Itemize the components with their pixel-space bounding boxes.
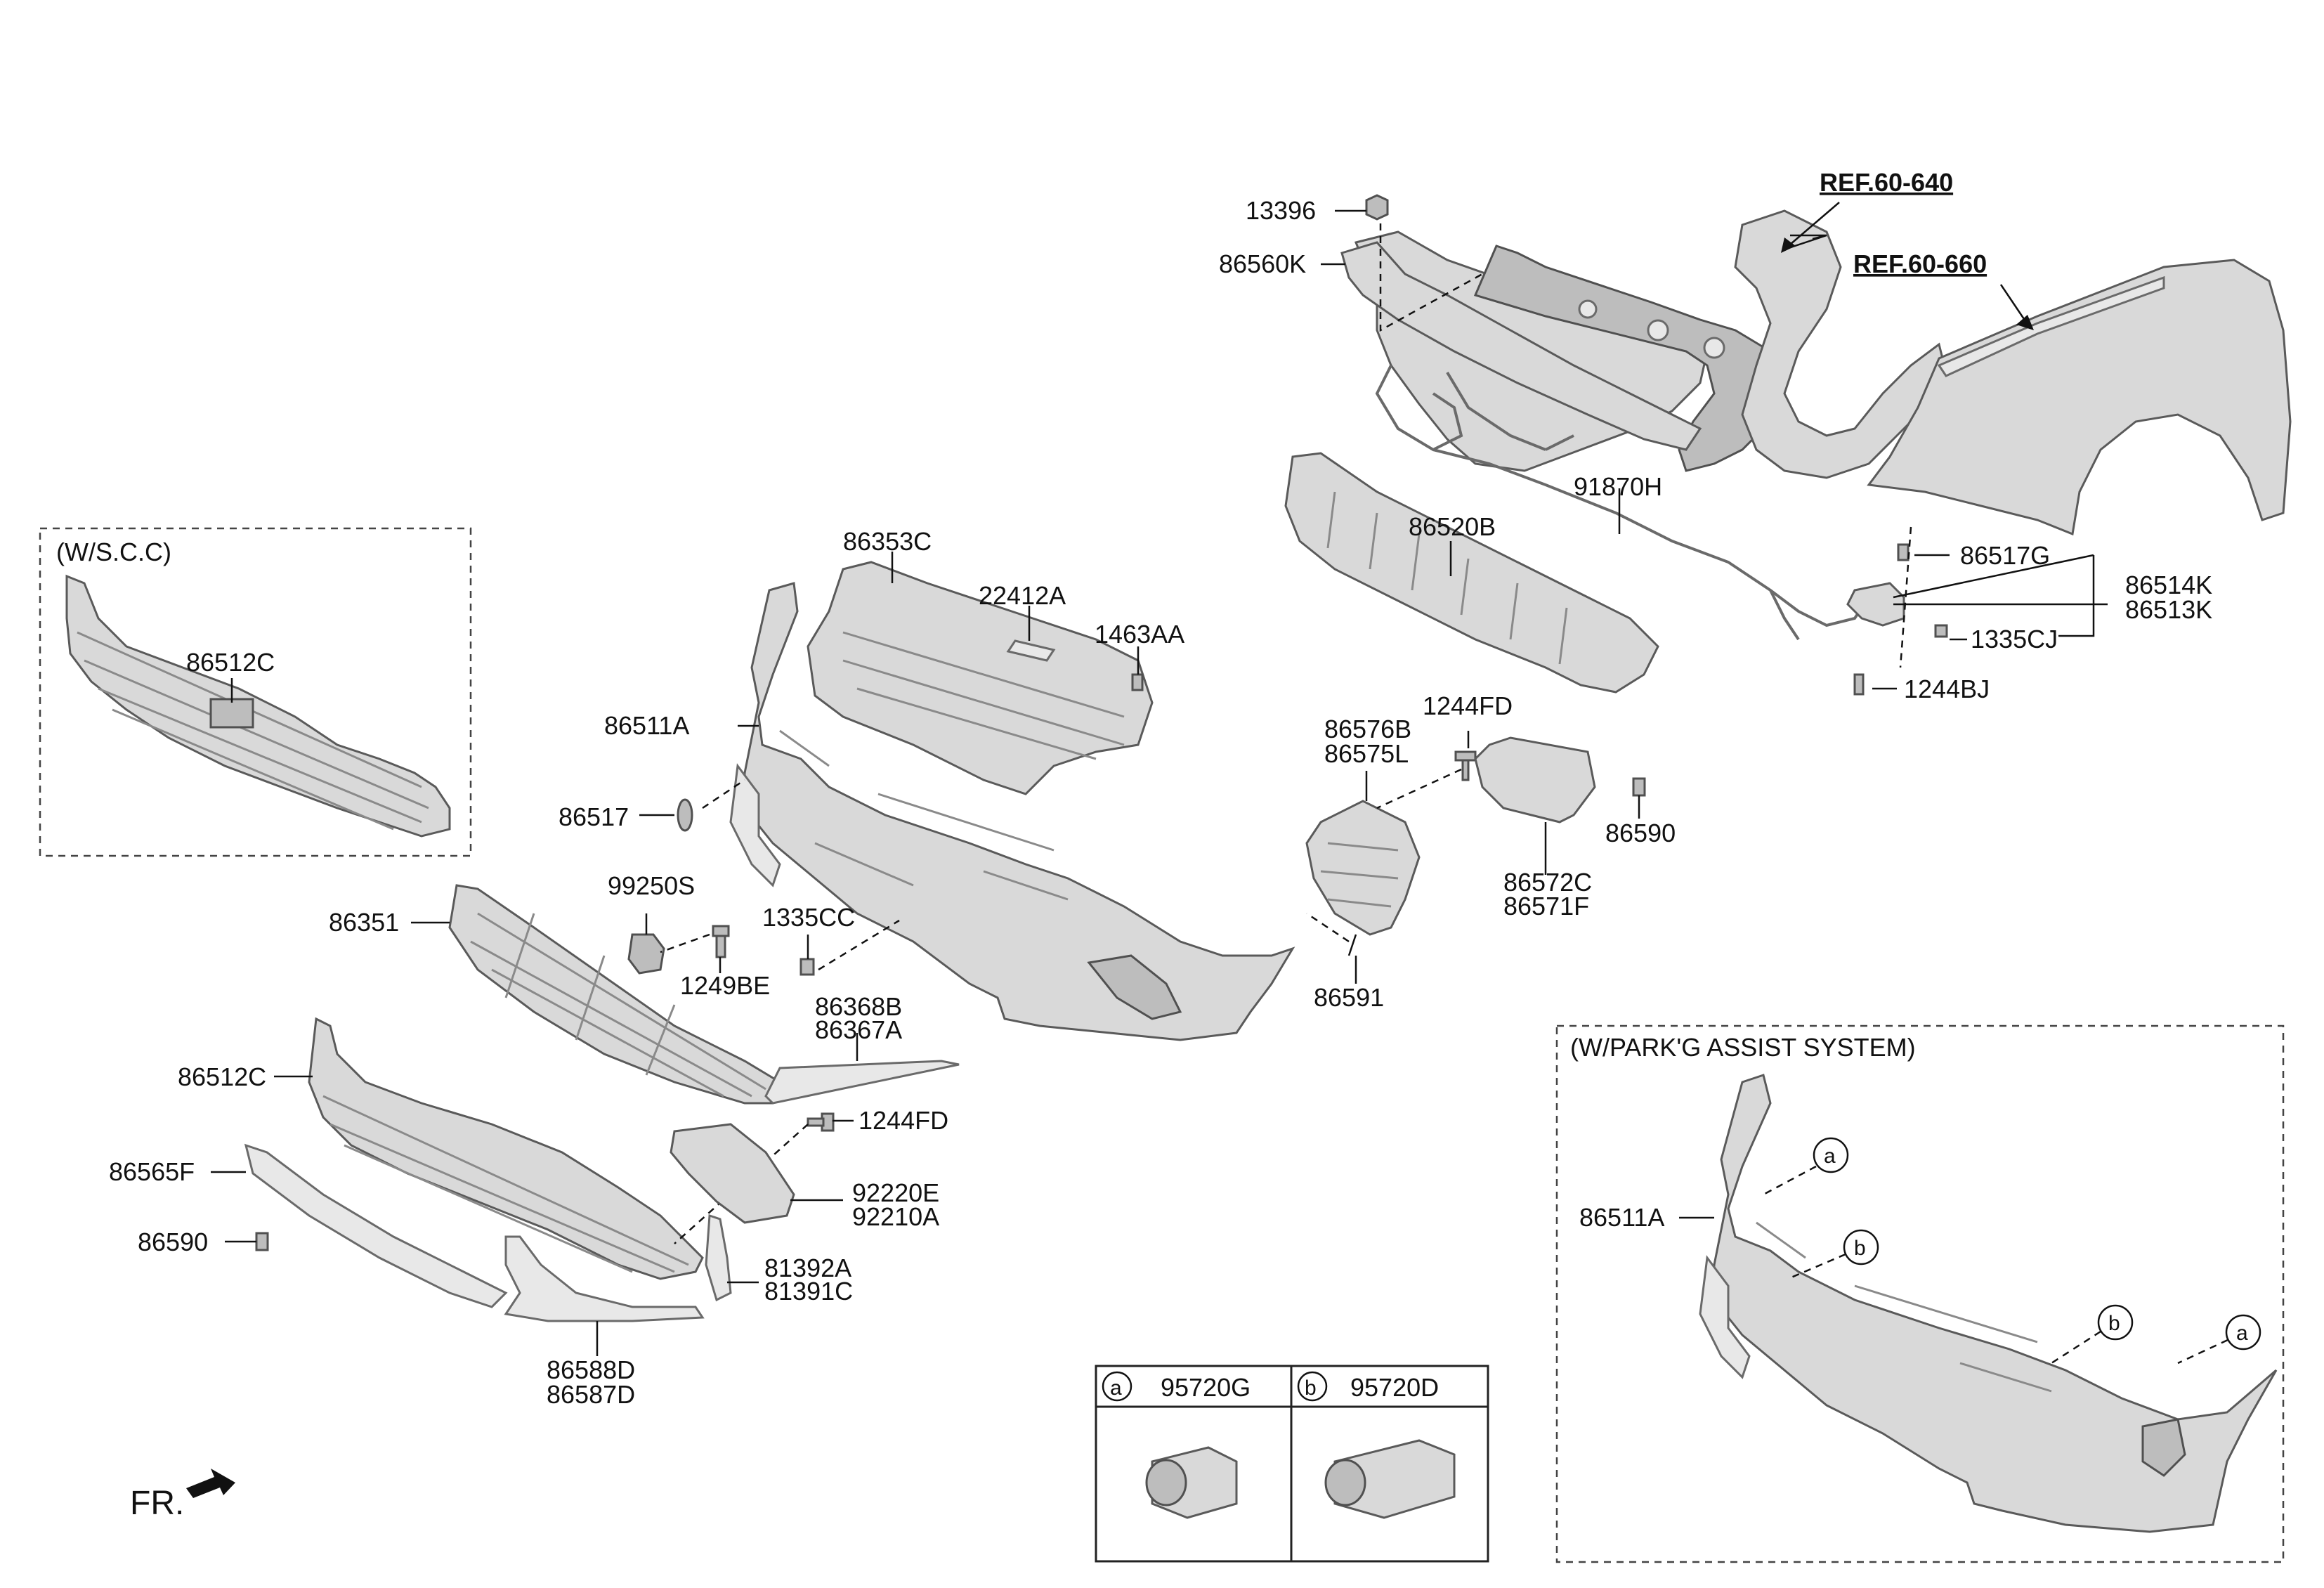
clip-86517 (677, 798, 693, 832)
label-1244fd-top: 1244FD (1423, 691, 1513, 720)
label-86512c-top: 86512C (186, 648, 275, 677)
strip-86368b (764, 1060, 960, 1105)
leader-lines (211, 202, 2108, 1356)
sensor-table (1095, 1365, 1489, 1563)
label-22412a: 22412A (979, 581, 1066, 610)
label-1244bj: 1244BJ (1904, 675, 1990, 703)
front-bumper-main (729, 582, 1295, 1041)
label-86572c: 86572C (1503, 868, 1592, 897)
callout-b-2 (2097, 1304, 2134, 1341)
screw-1244fd-top (1454, 750, 1477, 781)
label-86514k: 86514K (2125, 571, 2212, 599)
bolt-1249be (712, 925, 730, 958)
nut-13396 (1365, 194, 1389, 221)
callout-b-2-text: b (2108, 1312, 2120, 1335)
label-1335cj: 1335CJ (1971, 625, 2058, 653)
label-86587d: 86587D (547, 1380, 635, 1409)
label-86368b: 86368B (815, 992, 902, 1021)
callout-a-1 (1813, 1137, 1849, 1173)
label-92210a: 92210A (852, 1202, 939, 1231)
park-assist-box (1555, 1024, 2285, 1563)
garnish-81392a (705, 1213, 732, 1302)
label-86591: 86591 (1314, 983, 1384, 1012)
table-part-95720d: 95720D (1350, 1373, 1439, 1402)
clip-86590 (255, 1232, 269, 1251)
fender (1867, 259, 2292, 536)
sensor-95720d (1324, 1439, 1456, 1519)
label-86576b: 86576B (1324, 715, 1411, 743)
label-86517: 86517 (559, 802, 629, 831)
label-1335cc: 1335CC (762, 903, 855, 932)
label-13396: 13396 (1246, 196, 1316, 225)
garnish-86588d (504, 1235, 705, 1322)
park-box-title: (W/PARK'G ASSIST SYSTEM) (1570, 1033, 1916, 1062)
bracket-86576b (1305, 800, 1421, 936)
grille-86512c (308, 1017, 704, 1280)
label-91870h: 91870H (1574, 472, 1662, 501)
label-86560k: 86560K (1219, 249, 1306, 278)
scc-box-title: (W/S.C.C) (56, 538, 171, 566)
label-1463aa: 1463AA (1095, 620, 1184, 649)
label-99250s: 99250S (608, 871, 695, 900)
front-bumper-park (1699, 1074, 2278, 1533)
label-86351: 86351 (329, 908, 399, 937)
clip-86590-right (1632, 777, 1646, 797)
cover-86353c (807, 561, 1154, 795)
label-86590-right: 86590 (1605, 819, 1676, 847)
label-86511a-park: 86511A (1579, 1203, 1664, 1232)
fender-bracket (1846, 526, 1948, 696)
label-1244fd: 1244FD (859, 1106, 948, 1135)
sensor-95720g (1145, 1446, 1238, 1519)
strip-86565f (244, 1143, 508, 1308)
table-letter-a: a (1110, 1377, 1122, 1400)
label-86565f: 86565F (109, 1157, 195, 1186)
label-86512c: 86512C (178, 1062, 266, 1091)
fr-label: FR. (130, 1485, 184, 1522)
upper-beam (1340, 241, 1702, 451)
grille-scc (65, 574, 451, 838)
label-86517g: 86517G (1960, 541, 2050, 570)
table-part-95720g: 95720G (1161, 1373, 1251, 1402)
screw-1244fd (807, 1112, 835, 1132)
label-86511a: 86511A (604, 711, 689, 740)
lamp-92220e (670, 1123, 795, 1224)
label-92220e: 92220E (852, 1178, 939, 1207)
label-86575l: 86575L (1324, 739, 1409, 768)
label-86590: 86590 (138, 1228, 208, 1256)
callout-a-1-text: a (1824, 1145, 1836, 1168)
label-86367a: 86367A (815, 1015, 902, 1044)
label-86513k: 86513K (2125, 595, 2212, 624)
energy-absorber (1284, 452, 1659, 694)
callout-a-2 (2225, 1314, 2261, 1351)
sensor-99250s (627, 933, 665, 975)
label-86520b: 86520B (1409, 512, 1496, 541)
table-letter-b: b (1305, 1377, 1317, 1400)
label-81391c: 81391C (764, 1277, 853, 1306)
clip-1463aa (1131, 673, 1144, 691)
callout-a-2-text: a (2236, 1322, 2248, 1345)
clip-1335cc (799, 958, 815, 976)
label-86588d: 86588D (547, 1355, 635, 1384)
scc-box (39, 527, 472, 857)
fr-arrow-icon (186, 1469, 235, 1498)
label-86353c: 86353C (843, 527, 932, 556)
wiring-harness (1375, 365, 1891, 641)
callout-b-1-text: b (1854, 1237, 1866, 1260)
callout-b-1 (1843, 1229, 1879, 1265)
label-81392a: 81392A (764, 1254, 851, 1282)
plate-86572c (1474, 736, 1596, 824)
label-1249be: 1249BE (680, 971, 770, 1000)
ref-60-660[interactable]: REF.60-660 (1853, 249, 1987, 278)
label-86571f: 86571F (1503, 892, 1589, 920)
ref-60-640[interactable]: REF.60-640 (1820, 168, 1953, 197)
label-22412a (1006, 639, 1056, 662)
